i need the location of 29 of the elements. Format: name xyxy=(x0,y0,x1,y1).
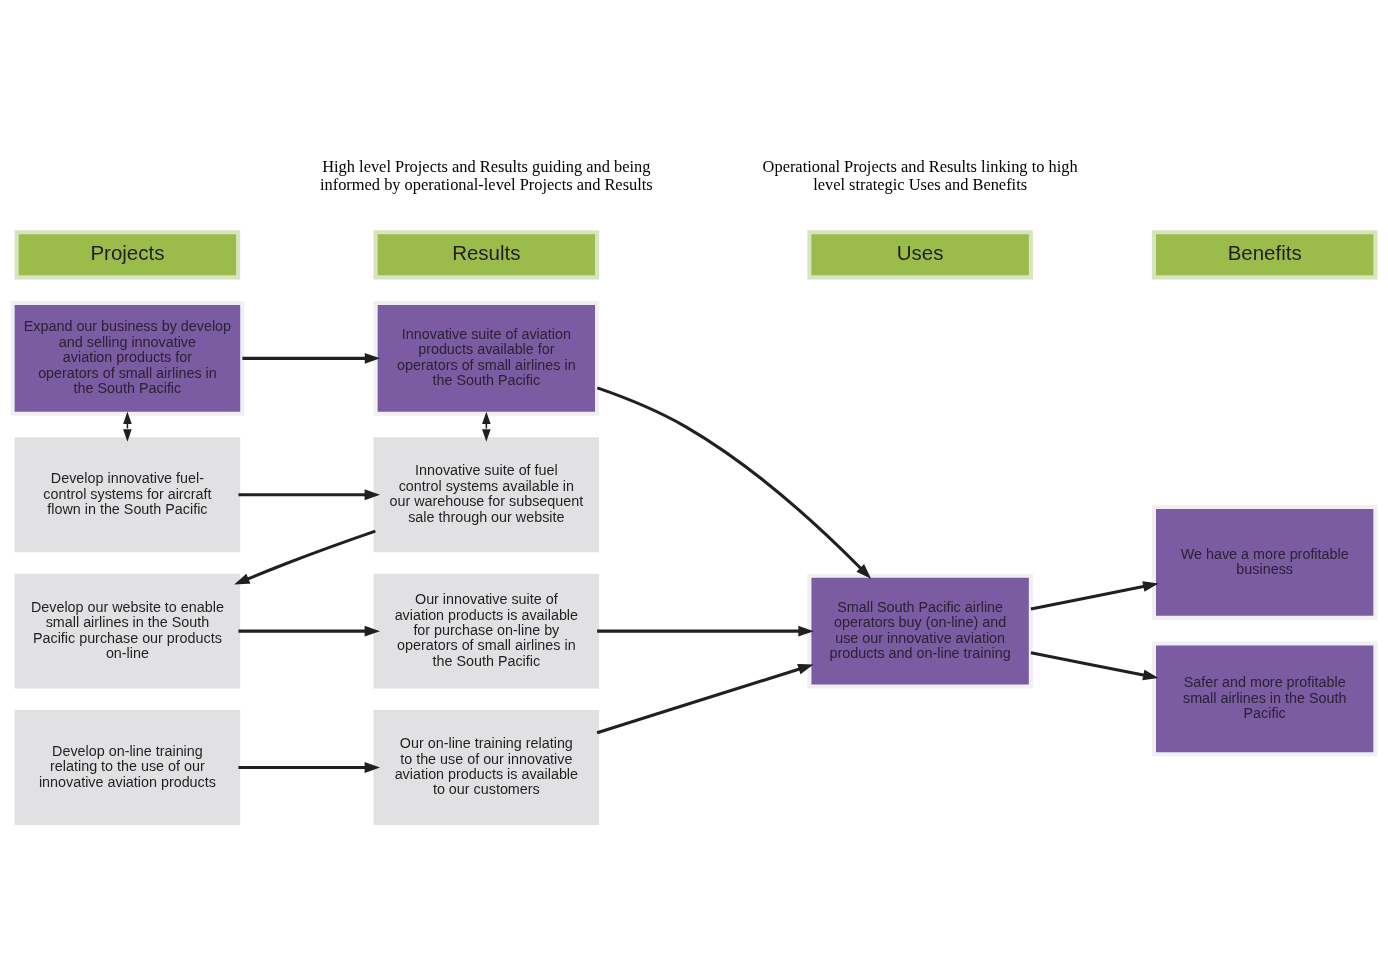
arrow xyxy=(482,411,491,442)
arrow xyxy=(238,625,381,637)
node-box: Small South Pacific airline operators buy (on-line) and use our innovative aviation products and on-line training xyxy=(807,573,1033,689)
label: Benefits xyxy=(1227,240,1302,264)
arrow xyxy=(242,352,381,364)
label: Projects xyxy=(90,240,165,264)
node-box: Our on-line training relating to the use of our innovative aviation products is available to our customers xyxy=(373,710,600,825)
arrow xyxy=(238,762,381,773)
node-box: Develop on-line training relating to the use of our innovative aviation products xyxy=(14,710,241,825)
arrow xyxy=(596,386,872,579)
node-box: Innovative suite of aviation products available for operators of small airlines in the South Pacific xyxy=(373,300,600,416)
node-box: Develop our website to enable small airlines in the South Pacific purchase our products on-line xyxy=(14,573,241,689)
node-box: Safer and more profitable small airlines in the South Pacific xyxy=(1151,641,1378,757)
arrow xyxy=(596,663,814,735)
arrow xyxy=(123,411,132,442)
node-box: Develop innovative fuel-control systems for aircraft flown in the South Pacific xyxy=(14,437,241,553)
node-box: Innovative suite of fuel control systems available in our warehouse for subsequent sale through our website xyxy=(373,437,600,553)
node-box: Our innovative suite of aviation products is available for purchase on-line by operators of small airlines in the South Pacific xyxy=(373,573,600,689)
label: Uses xyxy=(896,240,944,264)
label: Operational Projects and Results linking to high level strategic Uses and Benefits xyxy=(762,156,1078,194)
arrow xyxy=(234,529,376,585)
arrow xyxy=(1030,651,1159,681)
arrow xyxy=(597,625,814,637)
node-box: We have a more profitable business xyxy=(1151,505,1378,620)
arrow xyxy=(1030,581,1159,611)
label: High level Projects and Results guiding and being informed by operational-level Projects and Results xyxy=(319,156,653,194)
node-box: Expand our business by develop and selling innovative aviation products for operators of small airlines in the South Pacific xyxy=(10,300,245,416)
arrow xyxy=(238,489,381,501)
label: Results xyxy=(452,240,521,264)
